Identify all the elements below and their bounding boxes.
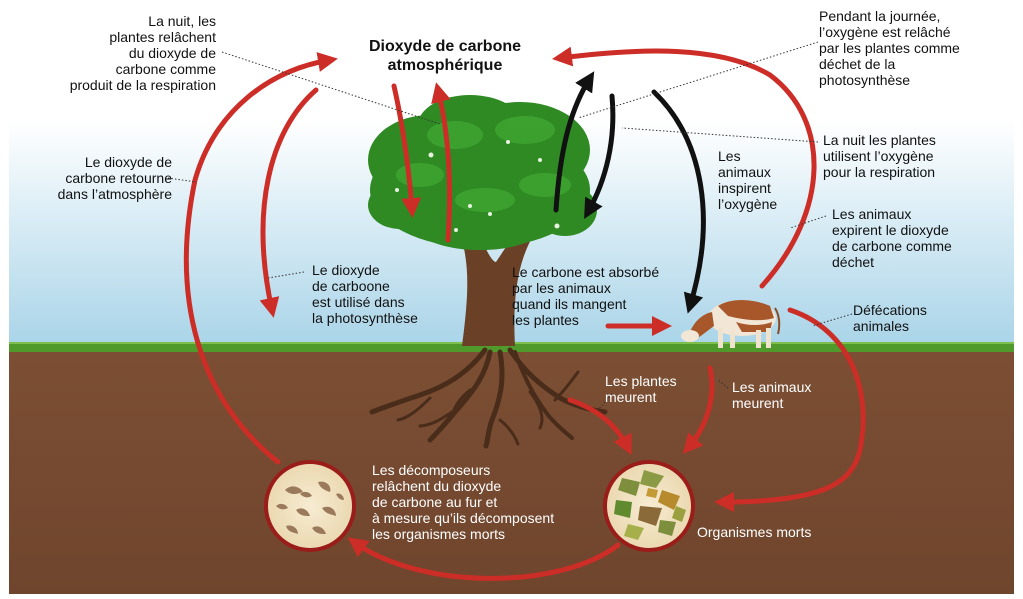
label-decomposers: Les décomposeurs relâchent du dioxyde de… — [372, 462, 612, 542]
label-animals-exhale: Les animaux expirent le dioxyde de carbo… — [832, 206, 1012, 270]
label-carbon-absorbed: Le carbone est absorbé par les animaux q… — [512, 264, 702, 328]
label-plants-die: Les plantes meurent — [605, 373, 705, 405]
label-night-release: La nuit, les plantes relâchent du dioxyd… — [44, 13, 216, 93]
label-co2-photosynthesis: Le dioxyde de carboone est utilisé dans … — [312, 262, 462, 326]
decomposers-disc — [266, 462, 354, 550]
label-dead-organisms: Organismes morts — [697, 524, 857, 540]
label-animals-die: Les animaux meurent — [732, 379, 832, 411]
dead-organisms-disc — [605, 462, 693, 550]
label-day-oxygen: Pendant la journée, l’oxygène est relâch… — [819, 8, 1019, 88]
diagram-title: Dioxyde de carbone atmosphérique — [340, 37, 550, 75]
label-defecation: Défécations animales — [853, 302, 973, 334]
label-animals-inhale: Les animaux inspirent l’oxygène — [718, 148, 808, 212]
label-co2-returns: Le dioxyde de carbone retourne dans l’at… — [30, 154, 172, 202]
label-night-use-oxygen: La nuit les plantes utilisent l’oxygène … — [823, 132, 1013, 180]
